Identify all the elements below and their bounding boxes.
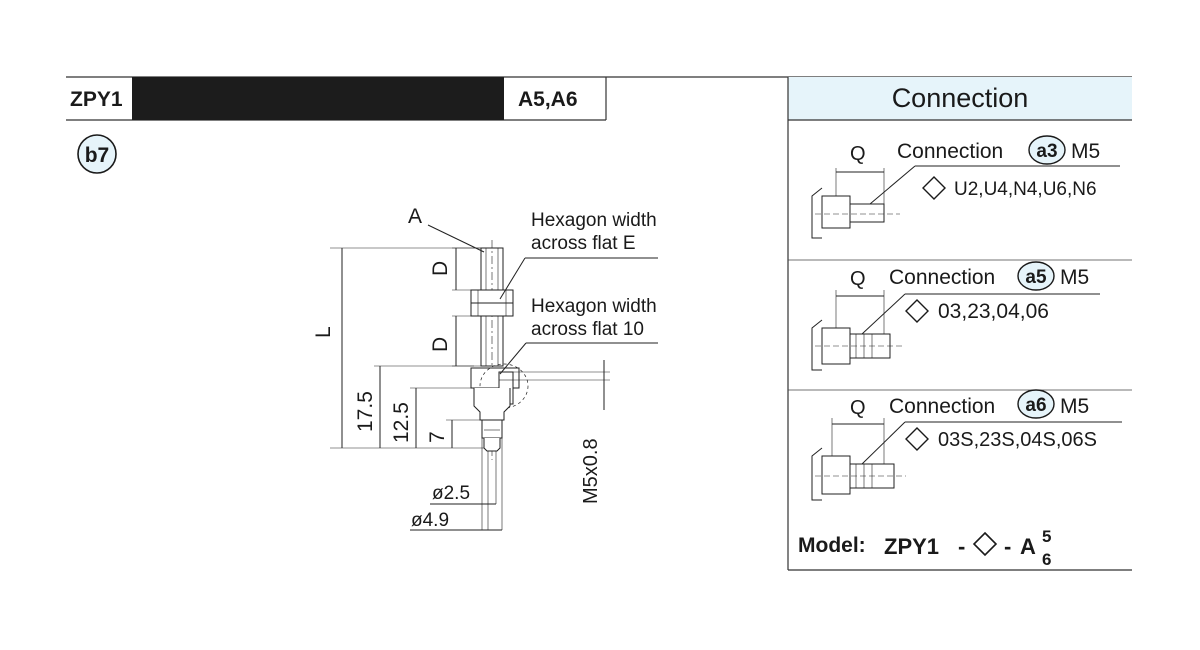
model-dash-1: - — [958, 534, 965, 559]
header-black-bar — [132, 77, 504, 120]
main-drawing — [330, 224, 658, 531]
a5-thread-label: M5 — [1060, 266, 1089, 289]
a3-connection-label: Connection — [897, 140, 1003, 163]
lower-body — [473, 388, 511, 421]
label-A: A — [408, 205, 422, 228]
connection-item-a5: Q Connection a5 M5 03,23,04,06 — [811, 261, 1100, 371]
model-letter: A — [1020, 534, 1036, 559]
variants-label: A5,A6 — [518, 88, 578, 111]
fitting-a3-drawing — [811, 165, 1120, 239]
model-sup: 5 — [1042, 527, 1051, 546]
diamond-icon — [972, 531, 998, 557]
diamond-icon — [922, 176, 946, 200]
a3-options-label: U2,U4,N4,U6,N6 — [954, 179, 1097, 200]
leader-hex-10 — [499, 342, 527, 375]
fitting-a6-block — [821, 455, 851, 495]
badge-label: b7 — [85, 144, 110, 167]
fitting-a6-body — [811, 447, 823, 501]
a6-connection-label: Connection — [889, 395, 995, 418]
fitting-a5-leader — [861, 293, 906, 335]
fitting-a6-leader — [861, 421, 906, 465]
a5-q-label: Q — [850, 268, 866, 290]
a3-code-label: a3 — [1036, 141, 1057, 162]
port-hidden-circle — [479, 363, 529, 409]
a5-connection-label: Connection — [889, 266, 995, 289]
dim-D-upper-label: D — [429, 261, 452, 276]
model-dash-2: - — [1004, 534, 1011, 559]
a6-code-label: a6 — [1025, 395, 1046, 416]
hex-10-line2: across flat 10 — [531, 319, 644, 340]
a5-code-label: a5 — [1025, 267, 1047, 288]
nozzle-upper — [481, 419, 503, 439]
nozzle-tip — [483, 438, 501, 452]
connection-item-a6: Q Connection a6 M5 03S,23S,04S,06S — [811, 389, 1122, 501]
panel-title-bg — [788, 77, 1132, 120]
series-label: ZPY1 — [70, 88, 123, 111]
a6-options-label: 03S,23S,04S,06S — [938, 429, 1097, 451]
dim-thread-label: M5x0.8 — [580, 438, 602, 504]
model-sub: 6 — [1042, 550, 1051, 569]
a5-options-label: 03,23,04,06 — [938, 300, 1049, 323]
a6-thread-label: M5 — [1060, 395, 1089, 418]
hex-e-line1: Hexagon width — [531, 210, 657, 231]
dim-7-label: 7 — [426, 431, 449, 443]
hex-e-line2: across flat E — [531, 233, 636, 254]
diamond-icon — [905, 299, 929, 323]
connection-item-a3: Q Connection a3 M5 U2,U4,N4,U6,N6 — [811, 135, 1120, 239]
a6-code-badge — [1017, 389, 1055, 419]
dim-d2-5-label: ø2.5 — [432, 483, 470, 504]
leader-hex-e — [499, 257, 526, 300]
fitting-a3-leader — [869, 165, 916, 205]
panel-title: Connection — [892, 83, 1029, 113]
header: ZPY1 A5,A6 b7 — [66, 76, 1132, 174]
a3-q-label: Q — [850, 143, 866, 165]
dim-d4-9-label: ø4.9 — [411, 510, 449, 531]
a3-thread-label: M5 — [1071, 140, 1100, 163]
dim-12-5-label: 12.5 — [390, 402, 413, 443]
fitting-a6-drawing — [811, 418, 1122, 501]
dim-17-5-label: 17.5 — [354, 391, 377, 432]
model-prefix: Model: — [798, 534, 866, 557]
leader-A — [427, 224, 485, 253]
badge: b7 — [77, 134, 117, 174]
fitting-a5-body — [811, 319, 823, 371]
a6-q-label: Q — [850, 397, 866, 419]
fitting-a3-block — [821, 195, 851, 229]
model-series: ZPY1 — [884, 534, 939, 559]
a3-code-badge — [1028, 135, 1066, 165]
badge-circle — [77, 134, 117, 174]
fitting-a3-tube — [849, 203, 885, 223]
dim-D-lower-label: D — [429, 337, 452, 352]
model-code: Model: ZPY1 - - A 5 6 — [798, 527, 1051, 569]
connection-panel: Connection Q Connection a3 M5 U2,U4,N4,U… — [787, 77, 1132, 571]
fitting-a5-drawing — [811, 290, 1100, 371]
fitting-a3-body — [811, 187, 823, 239]
a5-code-badge — [1017, 261, 1055, 291]
hex-10-line1: Hexagon width — [531, 296, 657, 317]
dim-L-label: L — [312, 326, 335, 338]
diamond-icon — [905, 427, 929, 451]
